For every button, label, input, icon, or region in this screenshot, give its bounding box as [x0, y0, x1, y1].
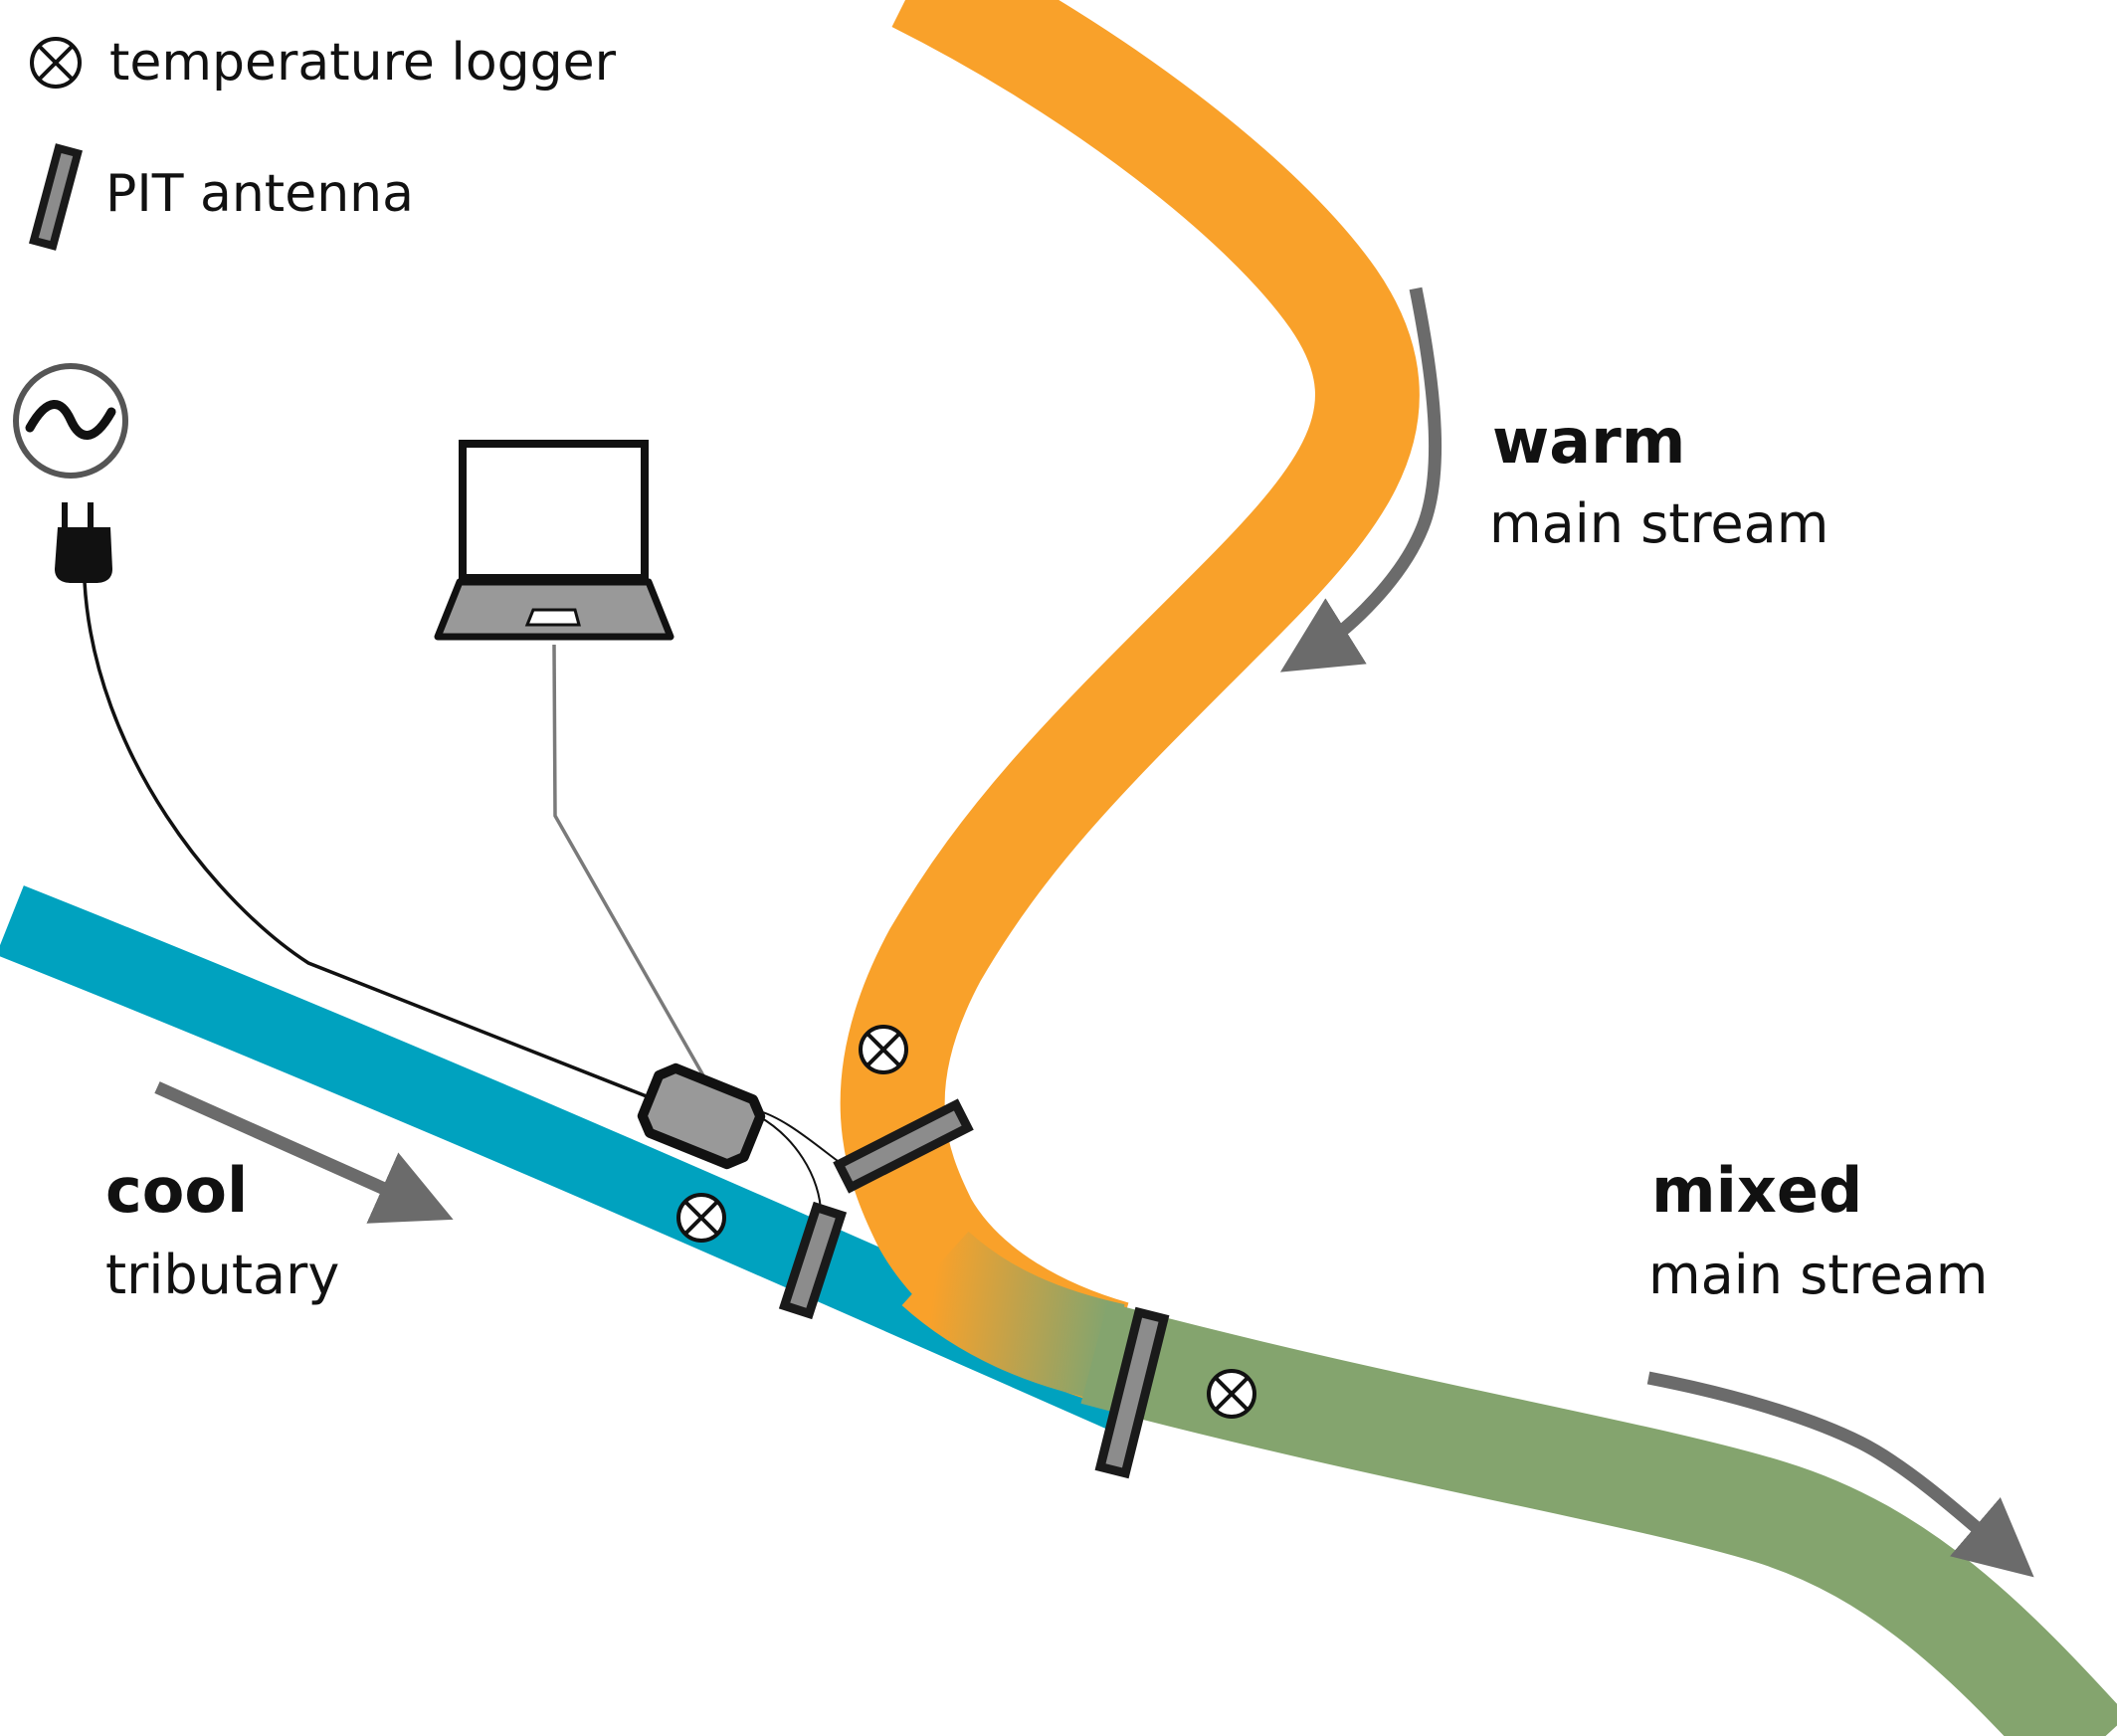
legend: temperature logger PIT antenna	[29, 33, 617, 251]
power-outlet-icon	[13, 363, 128, 479]
cool-subtitle: tributary	[105, 1244, 339, 1306]
pit-antenna-icon	[29, 143, 83, 251]
cool-title: cool	[105, 1154, 248, 1227]
legend-antenna-label: PIT antenna	[105, 164, 414, 224]
pit-antenna-icon	[1094, 1306, 1170, 1479]
antenna-cable-2	[750, 1111, 822, 1215]
laptop-cable	[552, 644, 710, 1085]
mixing-zone	[901, 1231, 1125, 1402]
mixed-flow-arrow	[1646, 1371, 2034, 1578]
laptop-icon	[434, 440, 674, 641]
mixed-main-stream	[1080, 1302, 2117, 1736]
pit-antenna-icon	[778, 1201, 848, 1320]
pit-antenna-icon	[833, 1098, 974, 1194]
legend-logger-label: temperature logger	[109, 33, 617, 93]
pit-reader-device-icon	[637, 1062, 766, 1170]
mixed-subtitle: main stream	[1648, 1244, 1988, 1306]
temperature-logger-icon	[1207, 1369, 1256, 1419]
warm-subtitle: main stream	[1489, 492, 1828, 555]
temperature-logger-icon	[859, 1025, 908, 1074]
cool-flow-arrow	[154, 1081, 454, 1224]
power-cable	[83, 581, 663, 1104]
temperature-logger-icon	[30, 37, 82, 89]
warm-title: warm	[1492, 405, 1685, 478]
mixed-title: mixed	[1651, 1154, 1862, 1227]
temperature-logger-icon	[676, 1193, 726, 1243]
warm-flow-arrow	[1279, 287, 1443, 673]
plug-icon	[55, 502, 112, 583]
warm-main-stream	[840, 0, 1420, 1404]
